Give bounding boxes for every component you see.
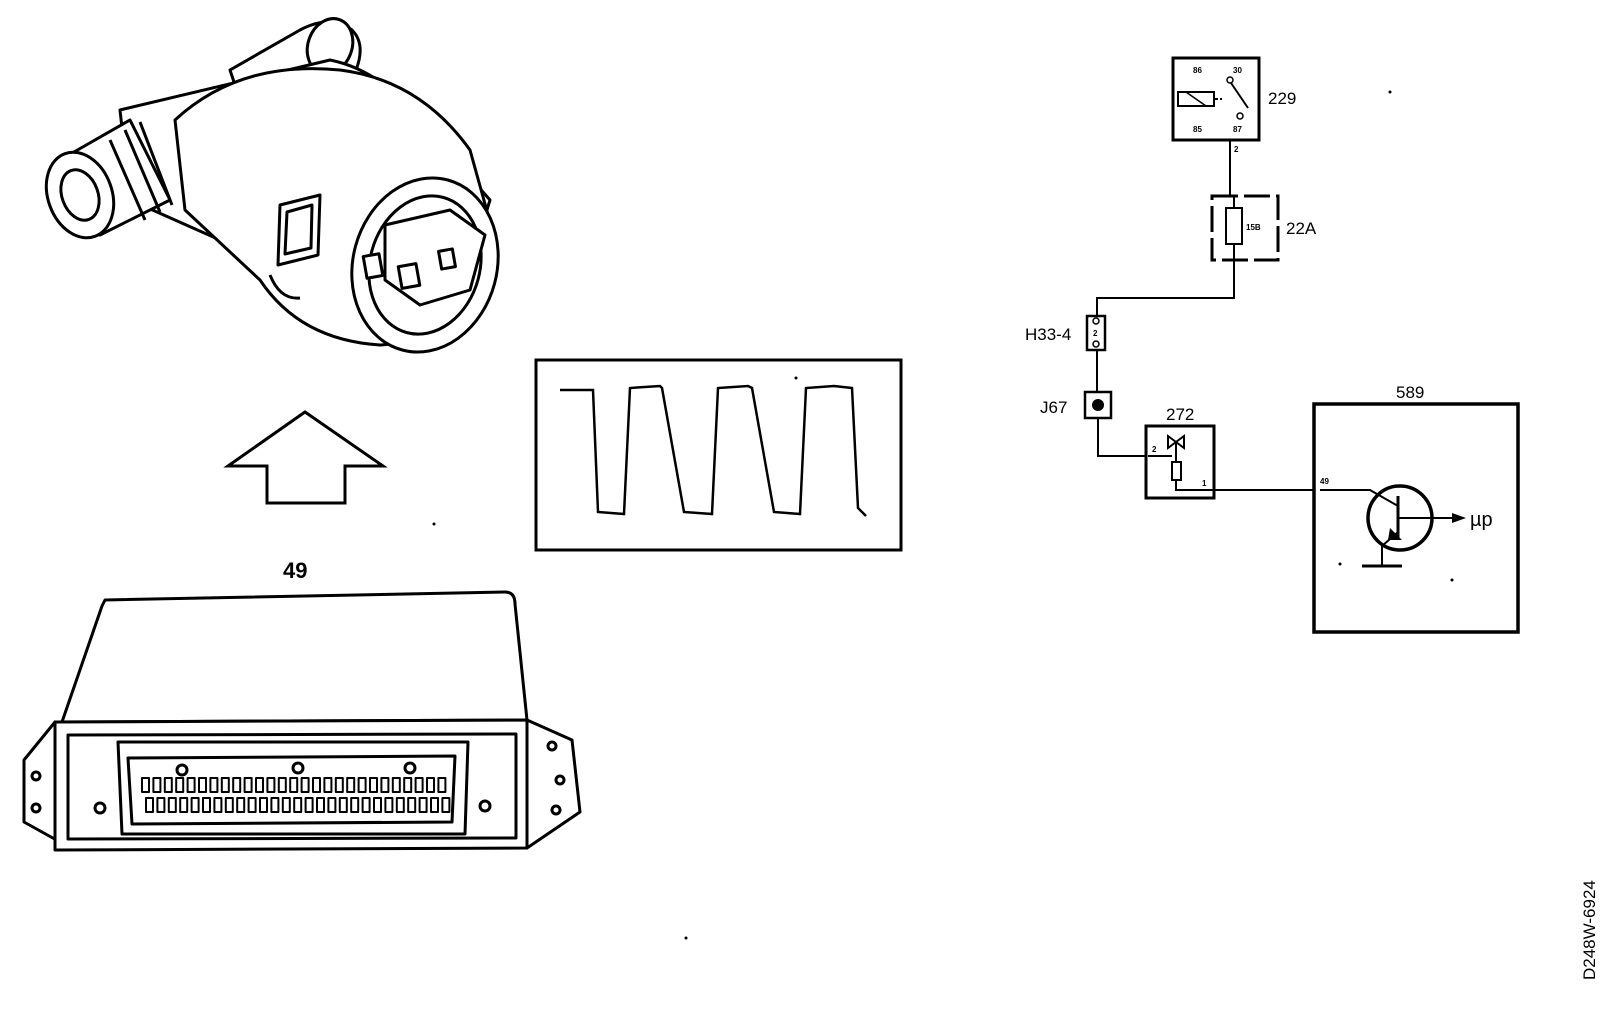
ecu-pin-slot	[323, 777, 333, 793]
ecu-pin-slot	[141, 777, 150, 793]
relay-wire-pin: 2	[1234, 145, 1239, 154]
waveform-box	[534, 358, 903, 552]
ecu-pin-slot	[414, 777, 424, 793]
ecu-pin-slot	[426, 777, 435, 793]
ecu-pin-slot	[232, 777, 242, 793]
doc-code: D248W-6924	[1580, 880, 1599, 980]
fuse-box-label: 22A	[1286, 219, 1317, 238]
ecu-pin-slot	[145, 797, 154, 813]
ecu-589	[1312, 402, 1520, 634]
ecu-pin-slot	[361, 797, 371, 813]
ecu-pin-slot	[224, 797, 234, 813]
wiring-schematic	[1083, 56, 1520, 634]
ecu-pin-slot	[293, 797, 303, 813]
ecu-pin-slot	[243, 777, 253, 793]
relay-label: 229	[1268, 89, 1296, 108]
ecu-pin-slot	[369, 777, 378, 793]
connector-h33-4	[1085, 314, 1107, 352]
ecu-pin-slot	[350, 797, 360, 813]
ecu-pin-slot	[395, 797, 405, 813]
fuse-box-22a	[1210, 194, 1280, 262]
ecu-pin-slot	[327, 797, 337, 813]
ecu-pin-slot	[384, 797, 394, 813]
up-arrow	[223, 410, 388, 505]
ecu-pin-slot	[175, 777, 185, 793]
fuse-label: 15B	[1246, 223, 1261, 232]
ecu-pin-slot	[255, 777, 264, 793]
ecu-pin-slot	[346, 777, 356, 793]
ecu-pin-slot	[437, 777, 447, 793]
ecu-pin-slot	[198, 777, 207, 793]
ecu-label: 589	[1396, 383, 1424, 402]
ecu-pin-slot	[316, 797, 325, 813]
valve-pin-1: 1	[1202, 479, 1207, 488]
ecu-illustration	[22, 590, 582, 852]
ecu-pin-slot	[418, 797, 428, 813]
relay-pin-86: 86	[1193, 66, 1202, 75]
ecu-pin-slot	[270, 797, 280, 813]
valve-pin-2: 2	[1152, 445, 1157, 454]
relay-pin-87: 87	[1233, 125, 1242, 134]
ecu-pin-slot	[430, 797, 439, 813]
scan-dots	[432, 90, 1454, 940]
ecu-pin-slot	[441, 797, 451, 813]
valve-272	[1144, 424, 1216, 500]
ecu-pin-slot	[357, 777, 367, 793]
ecu-pin-slot	[156, 797, 166, 813]
ecu-pin-slot	[163, 777, 173, 793]
ecu-pin-slot	[281, 797, 291, 813]
relay-229	[1171, 56, 1261, 142]
ecu-pin-49: 49	[1320, 477, 1329, 486]
square-wave	[560, 384, 867, 517]
ecu-pin-slot	[259, 797, 268, 813]
ecu-pin-slot	[266, 777, 276, 793]
ecu-pin-slot	[186, 777, 196, 793]
micro-label: µp	[1470, 509, 1493, 531]
ecu-pin-slot	[407, 797, 417, 813]
ecu-pin-slot	[380, 777, 390, 793]
ecu-pin-slot	[403, 777, 413, 793]
connector-label: H33-4	[1025, 325, 1071, 344]
junction-label: J67	[1040, 398, 1067, 417]
ecu-pin-slot	[277, 777, 287, 793]
ecu-pin-slot	[247, 797, 257, 813]
ecu-pin-slot	[236, 797, 246, 813]
ecu-pin-slot	[152, 777, 162, 793]
ecu-pin-slot	[373, 797, 382, 813]
component-label: 49	[283, 558, 307, 583]
idle-air-valve-illustration	[44, 17, 500, 354]
relay-pin-30: 30	[1233, 66, 1242, 75]
connector-pin: 2	[1093, 329, 1098, 338]
ecu-pin-slot	[338, 797, 348, 813]
valve-label: 272	[1166, 405, 1194, 424]
relay-pin-85: 85	[1193, 125, 1202, 134]
ecu-pin-slot	[179, 797, 189, 813]
junction-j67	[1083, 390, 1113, 420]
ecu-pin-slot	[213, 797, 223, 813]
ecu-pin-slot	[209, 777, 219, 793]
ecu-pin-slot	[167, 797, 177, 813]
ecu-pin-slot	[300, 777, 310, 793]
ecu-pin-slot	[202, 797, 211, 813]
ecu-pin-slot	[289, 777, 299, 793]
ecu-pin-slot	[190, 797, 200, 813]
ecu-pin-slot	[391, 777, 401, 793]
ecu-pin-slot	[220, 777, 230, 793]
ecu-pin-slot	[304, 797, 314, 813]
ecu-pin-slot	[312, 777, 321, 793]
ecu-pin-slot	[334, 777, 344, 793]
